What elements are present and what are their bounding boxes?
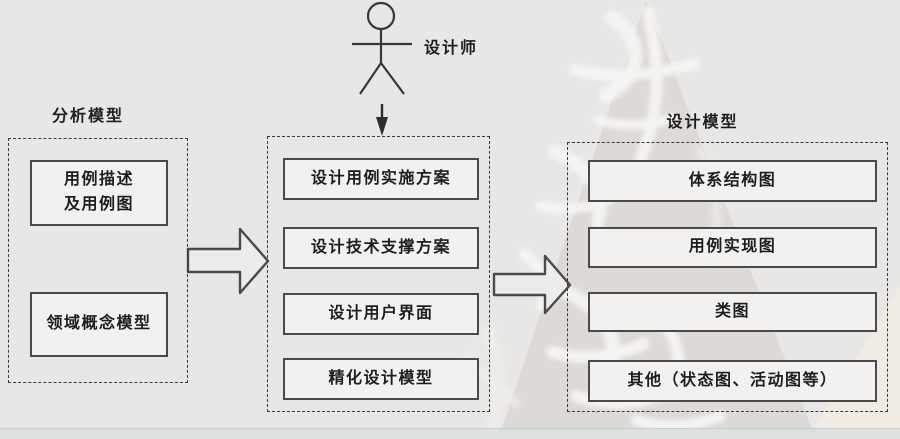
right-panel-title: 设计模型 <box>666 114 739 131</box>
left-panel-title: 分析模型 <box>51 108 124 125</box>
box-architecture-diagram: 体系结构图 <box>588 160 877 202</box>
actor-label: 设计师 <box>424 40 479 57</box>
box-class-diagram: 类图 <box>588 292 877 332</box>
scan-page-edge <box>0 428 900 439</box>
box-domain-concept-model: 领域概念模型 <box>30 292 168 357</box>
box-other-diagrams: 其他（状态图、活动图等） <box>588 360 877 402</box>
box-refine-design-model: 精化设计模型 <box>283 358 479 400</box>
box-design-technical-support: 设计技术支撑方案 <box>283 227 479 269</box>
box-design-usecase-implementation: 设计用例实施方案 <box>283 158 479 200</box>
box-usecase-realization-diagram: 用例实现图 <box>588 227 877 268</box>
box-design-user-interface: 设计用户界面 <box>283 293 479 335</box>
box-use-case-description: 用例描述 及用例图 <box>30 160 168 226</box>
